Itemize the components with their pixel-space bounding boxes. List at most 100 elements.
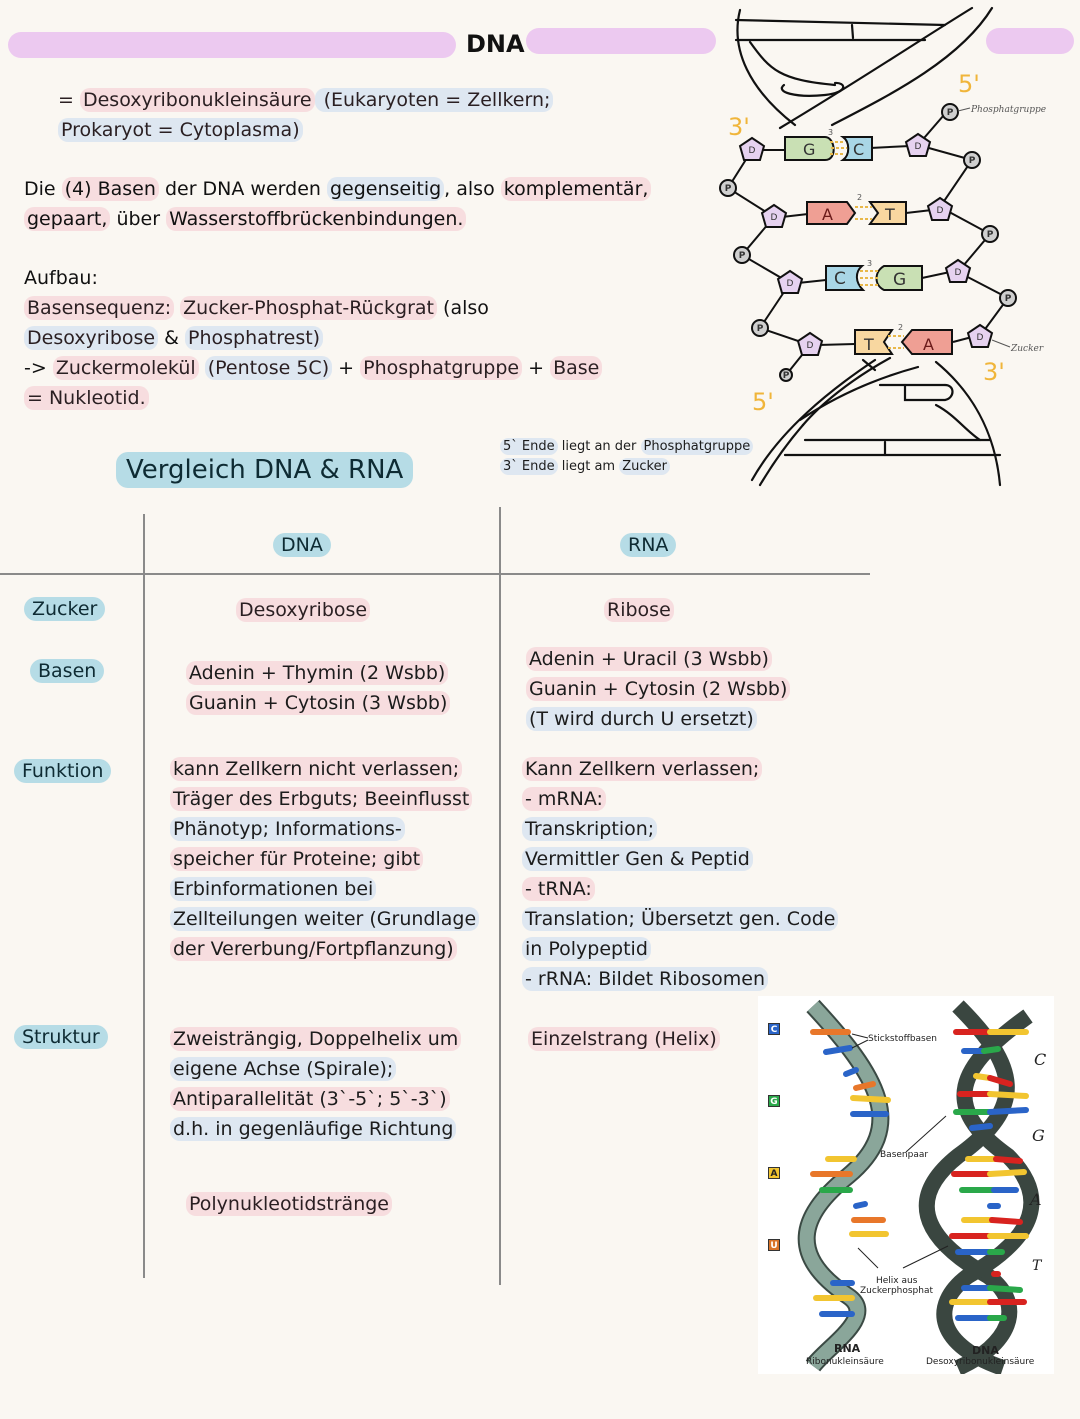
- text: +: [522, 357, 551, 379]
- svg-text:3: 3: [867, 259, 872, 268]
- cell-line: Träger des Erbguts; Beeinflusst: [170, 787, 473, 811]
- dna-subtitle: Desoxyribonukleinsäure: [926, 1357, 1035, 1367]
- term-nukleotid: = Nukleotid.: [24, 386, 149, 410]
- term-pentose: (Pentose 5C): [204, 356, 333, 380]
- legend-u: U: [768, 1239, 780, 1251]
- rna-dna-helix-figure: C G A U: [758, 996, 1054, 1374]
- cell-line: Guanin + Cytosin (3 Wsbb): [186, 691, 451, 715]
- cell-line: eigene Achse (Spirale);: [170, 1057, 397, 1081]
- svg-text:2: 2: [857, 193, 862, 202]
- cell-line: d.h. in gegenläufige Richtung: [170, 1117, 457, 1141]
- text: über: [110, 208, 167, 230]
- cell-dna-funktion: kann Zellkern nicht verlassen; Träger de…: [170, 754, 480, 964]
- cell-line: Vermittler Gen & Peptid: [522, 847, 753, 871]
- text: , also: [444, 178, 501, 200]
- term-3-ende: 3` Ende: [500, 458, 558, 475]
- annotation-helix-1: Helix aus: [876, 1276, 918, 1286]
- dna-title: DNA: [972, 1344, 999, 1357]
- row-label-funktion: Funktion: [14, 759, 112, 783]
- cell-line: speicher für Proteine; gibt: [170, 847, 424, 871]
- hand-label-c: C: [1034, 1050, 1047, 1069]
- page-title: DNA: [466, 30, 525, 58]
- term-rueckgrat: Zucker-Phosphat-Rückgrat: [180, 296, 438, 320]
- text: Die: [24, 178, 62, 200]
- table-divider-left: [143, 514, 145, 1278]
- ends-note-line-1: 5` Ende liegt an der Phosphatgruppe: [500, 437, 754, 457]
- column-header-dna: DNA: [273, 533, 331, 557]
- location-note: (Eukaryoten = Zellkern;: [314, 88, 554, 112]
- svg-text:P: P: [969, 156, 976, 166]
- cell-line: Translation; Übersetzt gen. Code: [522, 907, 839, 931]
- header-bar-right: [986, 28, 1074, 54]
- term-base: Base: [550, 356, 603, 380]
- svg-text:D: D: [977, 333, 984, 343]
- svg-text:D: D: [937, 206, 944, 216]
- term-phosphatgruppe: Phosphatgruppe: [360, 356, 523, 380]
- aufbau-line-2: Desoxyribose & Phosphatrest): [24, 323, 324, 353]
- term-zucker: Zucker: [619, 458, 670, 475]
- cell-text: Ribose: [604, 598, 674, 622]
- svg-text:D: D: [771, 213, 778, 223]
- svg-text:G: G: [803, 140, 815, 159]
- table-header-divider: [0, 573, 870, 575]
- term-zuckermolekuel: Zuckermolekül: [52, 356, 199, 380]
- term-phosphatgruppe: Phosphatgruppe: [640, 438, 754, 455]
- ends-note-line-2: 3` Ende liegt am Zucker: [500, 457, 670, 477]
- equals-sign: =: [58, 89, 80, 111]
- svg-text:P: P: [725, 184, 732, 194]
- svg-text:P: P: [947, 108, 954, 118]
- cell-text: Polynukleotidstränge: [186, 1192, 392, 1216]
- term-gepaart: gepaart,: [24, 207, 111, 231]
- cell-line: - mRNA:: [522, 787, 606, 811]
- svg-text:P: P: [987, 230, 994, 240]
- svg-text:D: D: [749, 146, 756, 156]
- term-basen: (4) Basen: [61, 177, 159, 201]
- svg-text:C: C: [834, 269, 846, 289]
- cell-line: - rRNA: Bildet Ribosomen: [522, 967, 768, 991]
- term-desoxyribose: Desoxyribose: [24, 326, 159, 350]
- intro-line-1: = Desoxyribonukleinsäure (Eukaryoten = Z…: [58, 85, 554, 115]
- pairing-line-1: Die (4) Basen der DNA werden gegenseitig…: [24, 174, 652, 204]
- svg-text:P: P: [783, 371, 790, 381]
- aufbau-heading: Aufbau:: [24, 267, 98, 289]
- row-label-struktur: Struktur: [14, 1025, 108, 1049]
- text: der DNA werden: [158, 178, 327, 200]
- aufbau-line-4: = Nukleotid.: [24, 383, 149, 413]
- row-label-zucker: Zucker: [24, 597, 106, 621]
- svg-text:Zucker: Zucker: [1010, 344, 1044, 354]
- text: &: [158, 327, 186, 349]
- rna-title: RNA: [834, 1342, 861, 1355]
- svg-text:C: C: [853, 140, 864, 159]
- cell-line: Antiparallelität (3`-5`; 5`-3`): [170, 1087, 450, 1111]
- table-divider-middle: [499, 507, 501, 1285]
- svg-text:A: A: [822, 205, 833, 224]
- cell-rna-basen: Adenin + Uracil (3 Wsbb) Guanin + Cytosi…: [526, 644, 791, 734]
- term-desoxyribonukleinsaeure: Desoxyribonukleinsäure: [79, 88, 315, 112]
- cell-line: Zweisträngig, Doppelhelix um: [170, 1027, 462, 1051]
- svg-text:3': 3': [728, 113, 750, 141]
- term-komplementaer: komplementär,: [500, 177, 652, 201]
- comparison-title: Vergleich DNA & RNA: [116, 452, 414, 488]
- cell-line: kann Zellkern nicht verlassen;: [170, 757, 463, 781]
- header-bar-middle: [526, 28, 716, 54]
- term-basensequenz: Basensequenz:: [24, 296, 175, 320]
- cell-line: Erbinformationen bei: [170, 877, 377, 901]
- term-5-ende: 5` Ende: [500, 438, 558, 455]
- cell-line: - tRNA:: [522, 877, 595, 901]
- rna-subtitle: Ribonukleinsäure: [806, 1357, 884, 1367]
- pairing-line-2: gepaart, über Wasserstoffbrückenbindunge…: [24, 204, 467, 234]
- cell-line: Phänotyp; Informations-: [170, 817, 405, 841]
- cell-line: Zellteilungen weiter (Grundlage: [170, 907, 480, 931]
- svg-text:D: D: [807, 341, 814, 351]
- text: liegt an der: [557, 439, 641, 454]
- svg-text:P: P: [757, 324, 764, 334]
- svg-text:3': 3': [983, 358, 1005, 386]
- text: liegt am: [557, 459, 620, 474]
- cell-rna-funktion: Kann Zellkern verlassen; - mRNA: Transkr…: [522, 754, 839, 994]
- header-bar-left: [8, 32, 456, 58]
- svg-text:D: D: [955, 268, 962, 278]
- prokaryot-note: Prokaryot = Cytoplasma): [58, 118, 303, 142]
- cell-dna-struktur: Zweisträngig, Doppelhelix um eigene Achs…: [170, 1024, 462, 1144]
- svg-text:A: A: [923, 335, 934, 354]
- svg-text:P: P: [1005, 294, 1012, 304]
